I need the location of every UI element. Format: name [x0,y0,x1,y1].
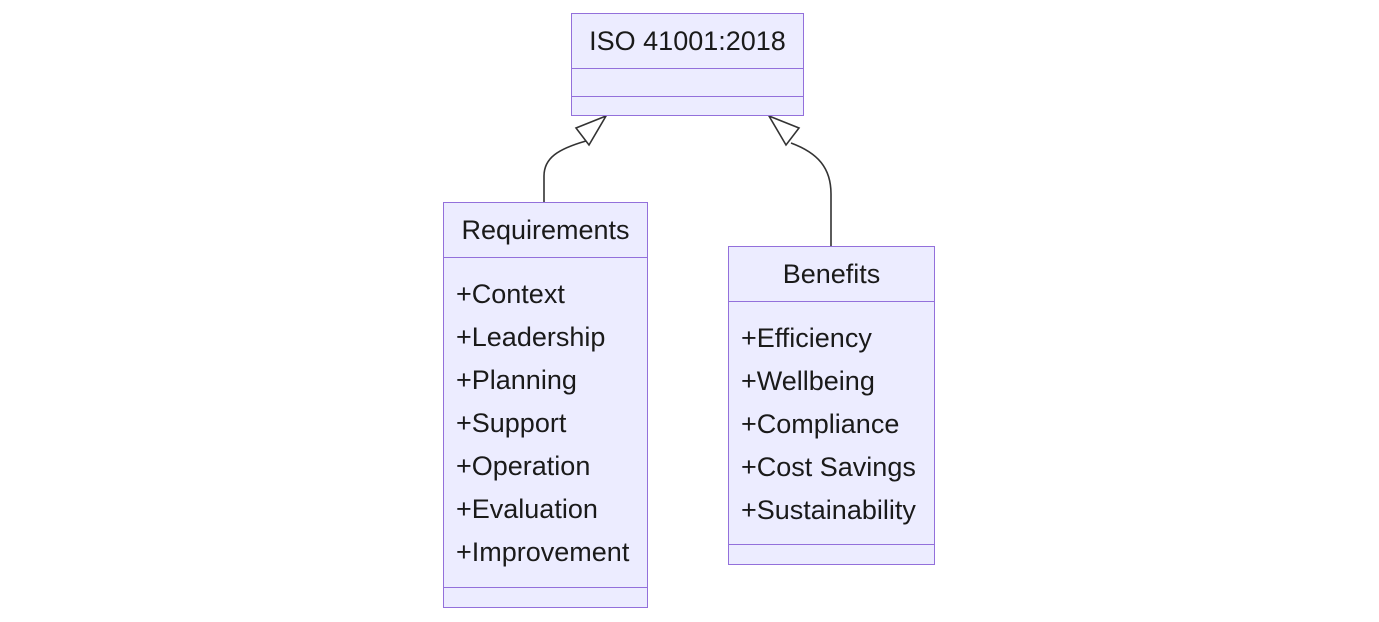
class-attribute: +Efficiency [741,323,872,353]
class-methods-empty [444,587,647,607]
class-attribute: +Cost Savings [741,452,916,482]
class-box-benefits: Benefits +Efficiency +Wellbeing +Complia… [728,246,935,565]
class-box-requirements: Requirements +Context +Leadership +Plann… [443,202,648,608]
class-attribute: +Evaluation [456,494,598,524]
class-attribute: +Context [456,279,565,309]
inheritance-edge-requirements [543,140,587,202]
inheritance-edge-benefits [790,142,832,246]
class-attribute: +Operation [456,451,591,481]
class-methods-empty [572,96,803,115]
class-attributes: +Context +Leadership +Planning +Support … [444,258,647,587]
class-title: Requirements [444,203,647,258]
class-attribute: +Sustainability [741,495,916,525]
class-attribute: +Support [456,408,567,438]
inheritance-arrowhead-icon [574,114,608,147]
class-methods-empty [729,544,934,564]
class-attributes-empty [572,69,803,96]
inheritance-arrowhead-icon [767,114,801,147]
class-attribute: +Leadership [456,322,606,352]
class-box-iso-41001-2018: ISO 41001:2018 [571,13,804,116]
class-title: Benefits [729,247,934,302]
class-attribute: +Compliance [741,409,900,439]
class-attributes: +Efficiency +Wellbeing +Compliance +Cost… [729,302,934,544]
class-attribute: +Wellbeing [741,366,875,396]
class-attribute: +Improvement [456,537,630,567]
class-title: ISO 41001:2018 [572,14,803,69]
class-attribute: +Planning [456,365,577,395]
